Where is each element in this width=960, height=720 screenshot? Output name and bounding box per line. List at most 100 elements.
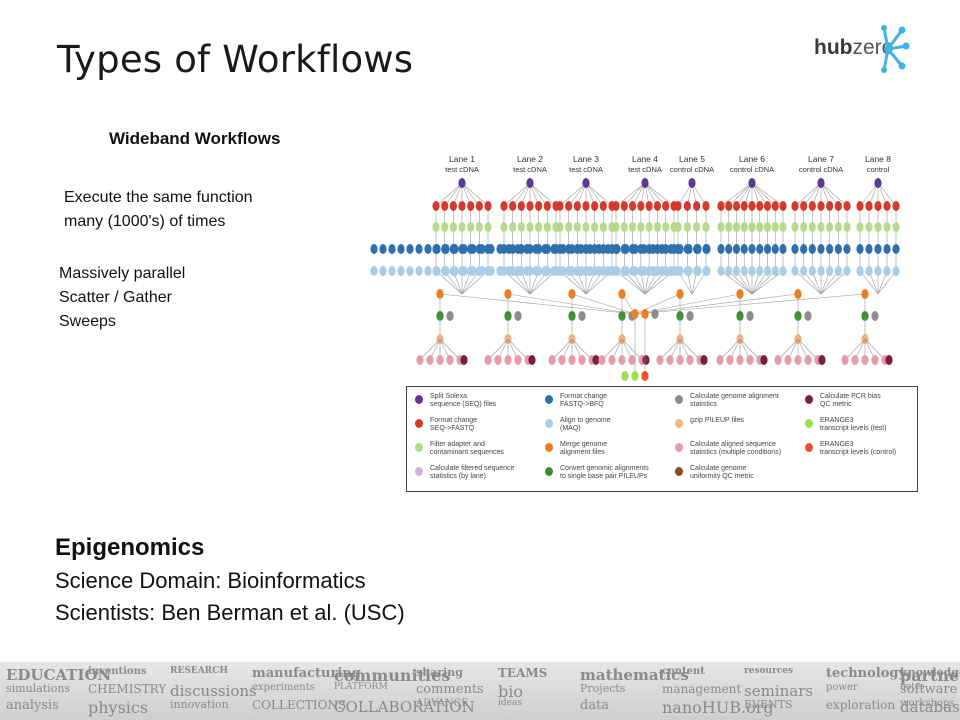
- format-fastq-node: [628, 201, 637, 211]
- format-fastq-node: [645, 201, 653, 211]
- align-node: [568, 266, 576, 276]
- footer-word: comments: [416, 682, 484, 697]
- lane-sample-label: control: [867, 165, 890, 174]
- legend-swatch: [675, 443, 683, 452]
- edge: [551, 338, 573, 361]
- align-node: [883, 266, 891, 276]
- lane-name-label: Lane 5: [679, 154, 705, 164]
- edge: [864, 338, 886, 361]
- edge: [720, 182, 753, 207]
- footer-word: simulations: [6, 682, 71, 695]
- hubzero-logo[interactable]: hubzero: [814, 22, 914, 78]
- edge: [487, 338, 509, 361]
- format-bfq-node: [415, 244, 423, 254]
- align-node: [732, 266, 741, 276]
- align-node: [604, 266, 612, 276]
- align-node: [817, 266, 825, 276]
- edge: [461, 270, 480, 295]
- format-bfq-node: [748, 244, 756, 254]
- align-node: [487, 266, 495, 276]
- format-bfq-node: [658, 244, 666, 254]
- format-bfq-node: [740, 244, 748, 254]
- format-fastq-node: [441, 201, 449, 211]
- align-node: [667, 266, 675, 276]
- format-bfq-node: [388, 244, 396, 254]
- filter-node: [748, 222, 756, 232]
- format-bfq-node: [595, 244, 603, 254]
- format-bfq-node: [550, 244, 558, 254]
- align-node: [865, 266, 873, 276]
- filter-node: [628, 222, 637, 232]
- legend-swatch: [415, 395, 423, 404]
- align-node: [771, 266, 779, 276]
- stats-align-node: [514, 311, 522, 321]
- format-bfq-node: [883, 244, 891, 254]
- format-fastq-node: [779, 201, 787, 211]
- workflow-description: Execute the same function many (1000's) …: [64, 186, 253, 234]
- legend-label: Calculate aligned sequence statistics (m…: [690, 441, 782, 456]
- align-node: [834, 266, 842, 276]
- align-node: [478, 266, 486, 276]
- format-bfq-node: [834, 244, 842, 254]
- edge: [571, 293, 636, 315]
- edge: [659, 338, 681, 361]
- format-bfq-node: [763, 244, 772, 254]
- filter-node: [517, 222, 525, 232]
- format-bfq-node: [523, 244, 531, 254]
- format-bfq-node: [865, 244, 873, 254]
- format-fastq-node: [693, 201, 701, 211]
- edge: [736, 270, 753, 295]
- description-line: many (1000's) of times: [64, 213, 226, 230]
- edge: [803, 182, 822, 207]
- filter-node: [653, 222, 662, 232]
- format-bfq-node: [604, 244, 612, 254]
- footer-word: resources: [744, 666, 794, 676]
- stats-align-node: [804, 311, 812, 321]
- edge: [751, 182, 784, 207]
- legend-label: Calculate genome alignment statistics: [690, 393, 779, 408]
- legend-label: gzip PILEUP files: [690, 417, 744, 424]
- legend-swatch: [545, 467, 553, 476]
- aligned-stats-node: [861, 355, 869, 365]
- edge: [512, 270, 531, 295]
- filter-node: [702, 222, 710, 232]
- edge: [444, 182, 463, 207]
- align-node: [779, 266, 787, 276]
- align-node: [856, 266, 864, 276]
- aligned-stats-node: [746, 355, 754, 365]
- aligned-stats-node: [568, 355, 576, 365]
- pcr-bias-node: [528, 355, 536, 365]
- format-fastq-node: [740, 201, 748, 211]
- format-fastq-node: [856, 201, 864, 211]
- format-fastq-node: [612, 201, 620, 211]
- align-node: [685, 266, 693, 276]
- format-fastq-node: [674, 201, 682, 211]
- format-bfq-node: [451, 244, 459, 254]
- edge: [777, 338, 799, 361]
- aligned-stats-node: [841, 355, 849, 365]
- format-bfq-node: [379, 244, 387, 254]
- pcr-bias-node: [642, 355, 650, 365]
- aligned-stats-node: [871, 355, 879, 365]
- filter-node: [467, 222, 475, 232]
- format-bfq-node: [532, 244, 540, 254]
- format-bfq-node: [613, 244, 621, 254]
- align-node: [469, 266, 477, 276]
- format-bfq-node: [460, 244, 468, 254]
- format-bfq-node: [586, 244, 594, 254]
- split-node: [526, 178, 534, 188]
- edge: [728, 270, 753, 295]
- filter-node: [582, 222, 590, 232]
- align-node: [649, 266, 657, 276]
- edge: [719, 338, 741, 361]
- format-fastq-node: [763, 201, 772, 211]
- format-fastq-node: [662, 201, 670, 211]
- legend-item: Calculate aligned sequence statistics (m…: [675, 441, 781, 457]
- hub-stats-node: [651, 309, 659, 319]
- legend-swatch: [805, 443, 813, 452]
- lane-sample-label: test cDNA: [445, 165, 479, 174]
- align-node: [577, 266, 585, 276]
- format-bfq-node: [487, 244, 495, 254]
- footer-word: exploration: [826, 698, 896, 712]
- filter-node: [826, 222, 834, 232]
